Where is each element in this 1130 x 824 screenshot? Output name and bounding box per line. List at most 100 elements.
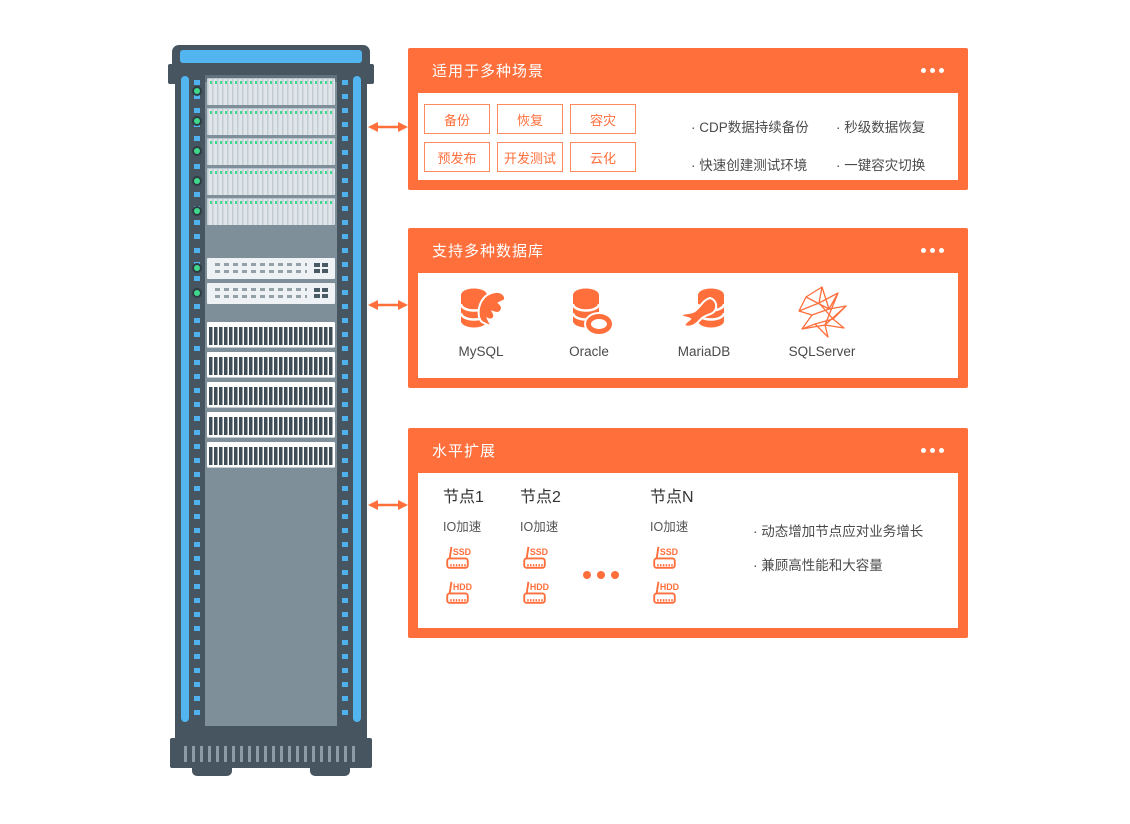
panel-scaling: 水平扩展 节点1 IO加速 SSD HDD	[408, 428, 968, 638]
ellipsis-icon[interactable]	[921, 248, 944, 253]
node-column: 节点1 IO加速 SSD HDD	[443, 489, 484, 607]
switch-ports	[215, 288, 307, 291]
status-led	[194, 118, 200, 124]
panel-title: 支持多种数据库	[432, 243, 545, 260]
scenario-tag: 备份	[424, 104, 490, 134]
led-strip	[210, 81, 332, 84]
server-slats	[209, 357, 333, 375]
status-led	[194, 265, 200, 271]
node-feature: IO加速	[443, 520, 482, 534]
rack-vents	[184, 746, 358, 762]
switch-uplink-ports	[314, 288, 328, 298]
server-slats	[209, 387, 333, 405]
node-label: 节点2	[520, 489, 561, 506]
node-column: 节点2 IO加速 SSD HDD	[520, 489, 561, 607]
database-item: MariaDB	[652, 283, 756, 359]
led-strip	[210, 141, 332, 144]
server-unit	[207, 442, 335, 467]
led-strip	[210, 111, 332, 114]
node-column: 节点N IO加速 SSD HDD	[650, 489, 694, 607]
rack-mount-holes-right	[342, 80, 348, 718]
switch-ports	[215, 295, 307, 298]
tag-row: 预发布 开发测试 云化	[424, 142, 636, 172]
panel-scenarios-header: 适用于多种场景	[408, 48, 968, 93]
switch-uplink-ports	[314, 263, 328, 273]
rack-bottom-bar	[175, 726, 367, 740]
tag-row: 备份 恢复 容灾	[424, 104, 636, 134]
server-slats	[209, 447, 333, 465]
status-led	[194, 178, 200, 184]
panel-scenarios: 适用于多种场景 备份 恢复 容灾 预发布 开发测试 云化 · CDP数据持续备份…	[408, 48, 968, 190]
led-strip	[210, 201, 332, 204]
ellipsis-icon[interactable]	[921, 68, 944, 73]
network-switch-unit	[207, 258, 335, 279]
database-label: Oracle	[569, 344, 609, 359]
svg-text:SSD: SSD	[660, 547, 679, 557]
more-nodes-ellipsis-icon	[583, 571, 619, 579]
switch-ports	[215, 270, 307, 273]
rack-rail-left	[181, 76, 189, 722]
ssd-disk-icon: SSD	[653, 546, 679, 569]
panel-databases-header: 支持多种数据库	[408, 228, 968, 273]
ssd-disk-icon: SSD	[446, 546, 472, 569]
scenario-tag: 容灾	[570, 104, 636, 134]
rack-rail-right	[353, 76, 361, 722]
panel-title: 水平扩展	[432, 443, 497, 460]
bullet-item: · 秒级数据恢复	[836, 120, 926, 135]
node-label: 节点1	[443, 489, 484, 506]
led-strip	[210, 171, 332, 174]
oracle-icon	[571, 288, 614, 336]
server-slats	[209, 327, 333, 345]
svg-text:HDD: HDD	[660, 582, 679, 592]
panel-scaling-header: 水平扩展	[408, 428, 968, 473]
server-unit	[207, 382, 335, 407]
rack-mount-holes-left	[194, 80, 200, 718]
database-label: SQLServer	[788, 344, 856, 359]
disk-array-unit	[207, 78, 335, 105]
panel-scenarios-body: 备份 恢复 容灾 预发布 开发测试 云化 · CDP数据持续备份 · 秒级数据恢…	[418, 93, 958, 180]
database-label: MySQL	[458, 344, 504, 359]
scenario-tag: 预发布	[424, 142, 490, 172]
double-arrow-icon	[368, 300, 408, 310]
database-item: Oracle	[537, 283, 641, 359]
server-unit	[207, 322, 335, 347]
node-feature: IO加速	[650, 520, 689, 534]
hdd-disk-icon: HDD	[653, 581, 679, 604]
rack-cap-bar	[180, 50, 362, 63]
switch-ports	[215, 263, 307, 266]
status-led	[194, 88, 200, 94]
server-unit	[207, 412, 335, 437]
status-led	[194, 290, 200, 296]
database-item: SQLServer	[770, 283, 874, 359]
database-label: MariaDB	[677, 344, 731, 359]
bullet-item: · 兼顾高性能和大容量	[753, 558, 883, 573]
svg-text:HDD: HDD	[530, 582, 549, 592]
rack-foot	[192, 766, 232, 776]
double-arrow-icon	[368, 500, 408, 510]
scenario-tag: 开发测试	[497, 142, 563, 172]
bullet-item: · CDP数据持续备份	[691, 120, 809, 135]
scenario-tag: 恢复	[497, 104, 563, 134]
bullet-item: · 快速创建测试环境	[691, 158, 808, 173]
server-slats	[209, 417, 333, 435]
server-unit	[207, 352, 335, 377]
svg-text:SSD: SSD	[530, 547, 549, 557]
rack-base	[170, 738, 372, 768]
svg-text:SSD: SSD	[453, 547, 472, 557]
node-label: 节点N	[650, 489, 694, 506]
sqlserver-icon	[798, 286, 847, 338]
disk-array-unit	[207, 138, 335, 165]
server-rack	[175, 72, 367, 726]
node-feature: IO加速	[520, 520, 559, 534]
disk-array-unit	[207, 168, 335, 195]
panel-databases-body: MySQL Oracle MariaDB	[418, 273, 958, 378]
disk-array-unit	[207, 108, 335, 135]
bullet-item: · 动态增加节点应对业务增长	[753, 524, 924, 539]
network-switch-unit	[207, 283, 335, 304]
panel-scaling-body: 节点1 IO加速 SSD HDD 节点2 IO加速	[418, 473, 958, 628]
ellipsis-icon[interactable]	[921, 448, 944, 453]
mariadb-icon	[679, 288, 726, 328]
rack-foot	[310, 766, 350, 776]
ssd-disk-icon: SSD	[523, 546, 549, 569]
